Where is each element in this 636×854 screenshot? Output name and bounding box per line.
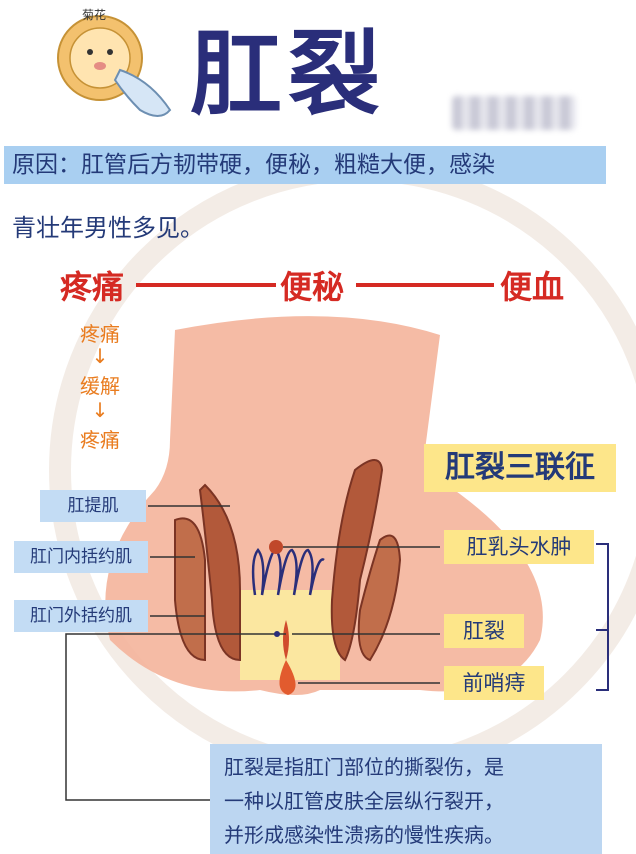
label-internal-sphincter: 肛门内括约肌 <box>14 541 148 573</box>
pain-cycle-3: 疼痛 <box>80 428 120 452</box>
right-external-sphincter <box>357 534 402 662</box>
description-box: 肛裂是指肛门部位的撕裂伤，是 一种以肛管皮肤全层纵行裂开， 并形成感染性溃疡的慢… <box>210 744 602 854</box>
flower-icon <box>57 15 172 117</box>
sequence-item-pain: 疼痛 <box>60 268 125 306</box>
fat-area <box>240 590 340 680</box>
cause-banner: 原因：肛管后方韧带硬，便秘，粗糙大便，感染 <box>4 146 606 184</box>
blurred-watermark <box>452 96 576 130</box>
page-title: 肛裂 <box>190 21 387 128</box>
sentinel-pile-mark <box>279 660 296 695</box>
syndrome-title: 肛裂三联征 <box>424 444 616 492</box>
description-line-2: 一种以肛管皮肤全层纵行裂开， <box>224 789 504 813</box>
description-line-3: 并形成感染性溃疡的慢性疾病。 <box>224 823 504 847</box>
sequence-item-bleeding: 便血 <box>500 268 565 306</box>
left-levator-muscle <box>198 483 241 662</box>
label-external-sphincter: 肛门外括约肌 <box>14 600 148 632</box>
papilla-mark <box>269 540 283 554</box>
label-levator-ani: 肛提肌 <box>40 490 146 522</box>
fissure-mark <box>283 620 289 660</box>
down-arrow-icon: ↓ <box>91 398 109 422</box>
label-anal-fissure: 肛裂 <box>444 614 524 648</box>
label-papilla-edema: 肛乳头水肿 <box>444 530 594 564</box>
pain-cycle-2: 缓解 <box>80 374 120 398</box>
pain-cycle-1: 疼痛 <box>80 322 120 346</box>
icon-label: 菊花 <box>82 8 107 22</box>
right-levator-muscle <box>330 459 384 662</box>
glove-icon <box>113 68 172 117</box>
left-external-sphincter <box>174 517 206 662</box>
label-sentinel-pile: 前哨痔 <box>444 666 544 700</box>
down-arrow-icon: ↓ <box>91 344 109 368</box>
note-text: 青壮年男性多见。 <box>12 214 204 242</box>
anal-mucosa <box>251 547 325 596</box>
description-line-1: 肛裂是指肛门部位的撕裂伤，是 <box>224 755 504 779</box>
sequence-item-constipation: 便秘 <box>280 268 345 306</box>
